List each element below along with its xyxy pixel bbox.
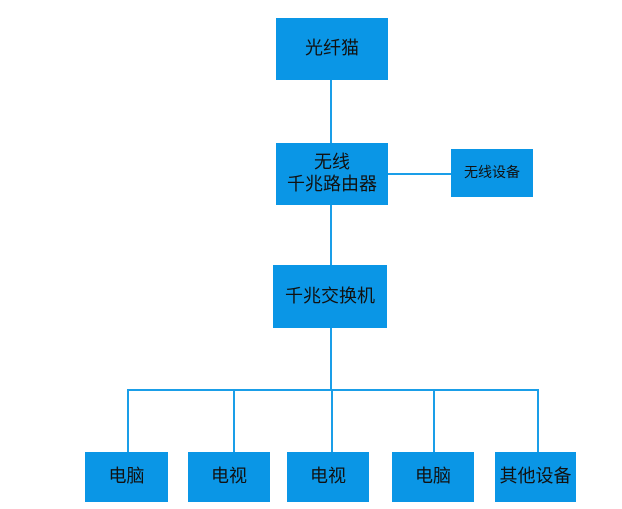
link-modem-router [330, 80, 332, 143]
node-gigabit-switch: 千兆交换机 [273, 265, 387, 328]
node-gigabit-switch-label: 千兆交换机 [285, 285, 375, 307]
node-other-devices: 其他设备 [495, 452, 576, 502]
node-tv-1-label: 电视 [211, 466, 247, 487]
node-fiber-modem: 光纤猫 [276, 18, 388, 80]
node-wireless-devices-label: 无线设备 [464, 165, 520, 181]
node-computer-2-label: 电脑 [415, 466, 451, 487]
node-computer-1-label: 电脑 [108, 466, 145, 487]
node-tv-2: 电视 [287, 452, 369, 502]
drop-line-pc2 [433, 389, 435, 452]
drop-line-pc1 [127, 389, 129, 452]
node-tv-1: 电视 [188, 452, 270, 502]
node-tv-2-label: 电视 [310, 466, 346, 487]
device-bus-line [127, 389, 539, 391]
node-fiber-modem-label: 光纤猫 [305, 38, 359, 59]
node-wireless-devices: 无线设备 [451, 149, 533, 197]
drop-line-tv1 [233, 389, 235, 452]
link-router-switch [330, 205, 332, 265]
drop-line-other [537, 389, 539, 452]
node-wireless-gigabit-router: 无线 千兆路由器 [276, 143, 388, 205]
node-wireless-gigabit-router-label: 无线 千兆路由器 [287, 152, 377, 195]
node-computer-2: 电脑 [392, 452, 474, 502]
link-router-wireless [388, 173, 451, 175]
node-other-devices-label: 其他设备 [499, 466, 572, 487]
node-computer-1: 电脑 [85, 452, 168, 502]
drop-line-tv2 [331, 389, 333, 452]
link-switch-bus [330, 328, 332, 390]
